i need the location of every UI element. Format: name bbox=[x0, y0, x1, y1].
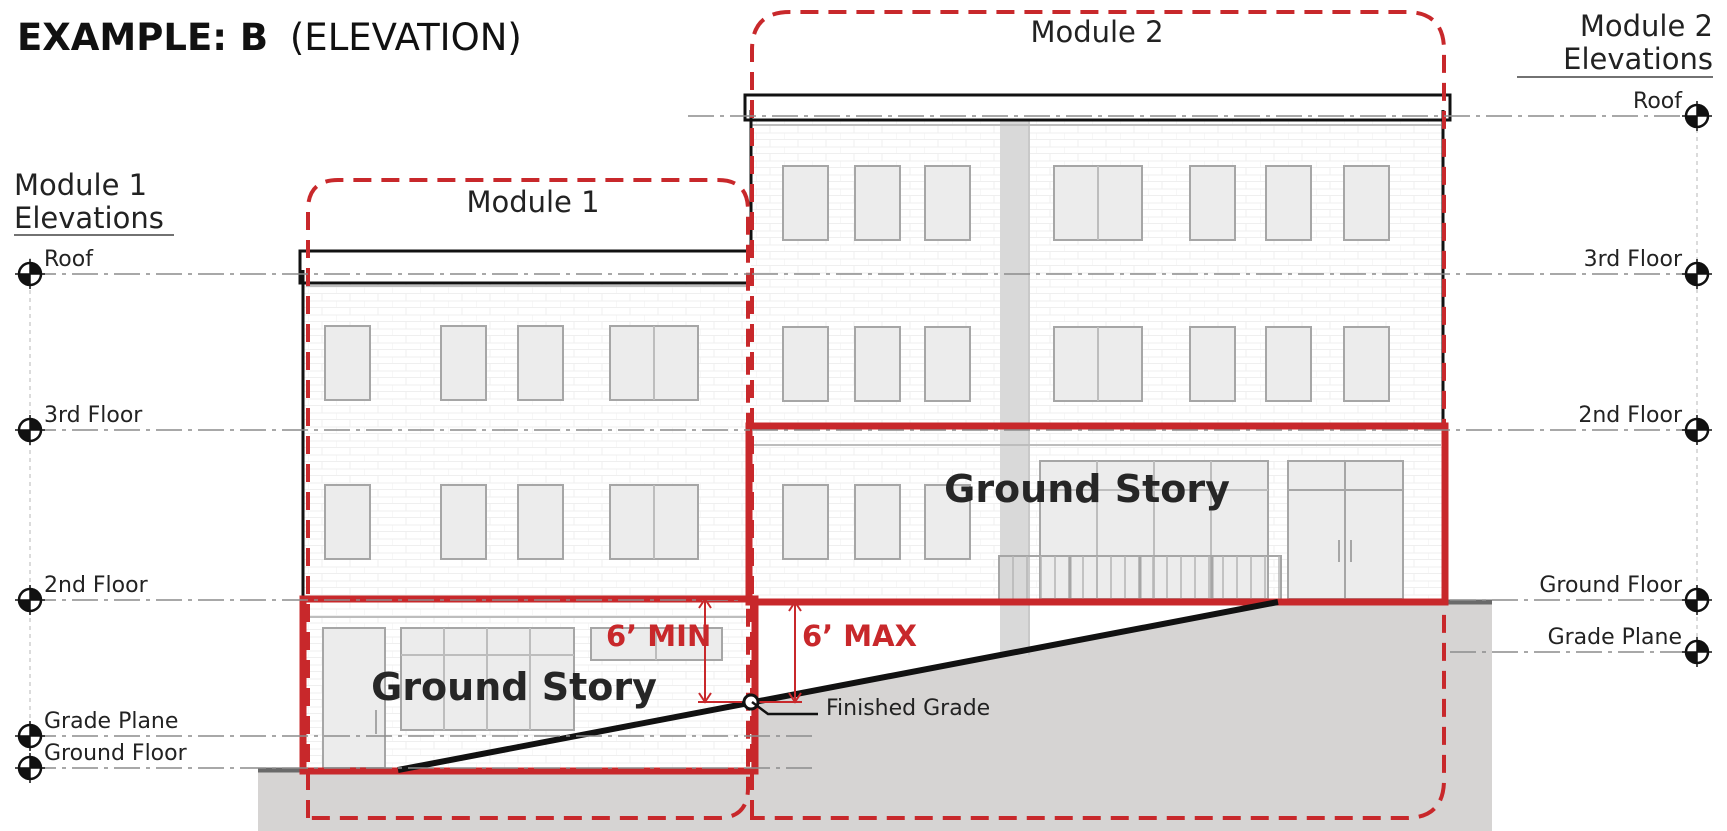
module-1-ground-story-box bbox=[299, 595, 759, 775]
module-2-ground-story-box bbox=[745, 422, 1449, 606]
right-legend-heading: Module 2 Elevations bbox=[1517, 9, 1713, 78]
module-2-windows bbox=[782, 165, 1390, 560]
window bbox=[1265, 326, 1312, 402]
window bbox=[854, 165, 901, 241]
finished-grade-label: Finished Grade bbox=[826, 696, 990, 721]
right-legend-heading-line2: Elevations bbox=[1563, 42, 1713, 76]
module-2-pilaster bbox=[1000, 100, 1028, 655]
module-2-storefront-mullions bbox=[1040, 461, 1268, 599]
window bbox=[924, 484, 971, 560]
module-1-storefront-door bbox=[322, 627, 386, 769]
module-1-storefront-window-mullions bbox=[401, 628, 574, 730]
elevation-level-lines bbox=[30, 115, 1697, 769]
left-level-label: Ground Floor bbox=[44, 741, 188, 766]
module-2-ground-story-label: Ground Story bbox=[944, 467, 1230, 511]
module-outlines bbox=[306, 10, 1446, 820]
level-marker-icon bbox=[1682, 259, 1712, 289]
dimension-max-line bbox=[758, 600, 802, 704]
window bbox=[854, 326, 901, 402]
window bbox=[1265, 165, 1312, 241]
title-bold: EXAMPLE: B bbox=[17, 16, 268, 59]
window bbox=[1343, 326, 1390, 402]
window bbox=[517, 325, 564, 401]
right-level-label: Grade Plane bbox=[1548, 625, 1682, 650]
module-2-label: Module 2 bbox=[1030, 15, 1163, 49]
window bbox=[1343, 165, 1390, 241]
finished-grade-line bbox=[397, 599, 1279, 773]
left-legend-heading-line1: Module 1 bbox=[14, 168, 147, 202]
module-1-parapet bbox=[298, 249, 756, 285]
right-level-label: 2nd Floor bbox=[1578, 403, 1683, 428]
window bbox=[782, 326, 829, 402]
window bbox=[782, 484, 829, 560]
window bbox=[517, 484, 564, 560]
left-level-label: 2nd Floor bbox=[44, 573, 149, 598]
finished-grade-point bbox=[742, 693, 760, 711]
dimension-min-line bbox=[698, 597, 742, 704]
title-paren: (ELEVATION) bbox=[290, 16, 522, 59]
railing-balusters bbox=[1012, 556, 1280, 600]
module-2-railing bbox=[998, 555, 1282, 601]
level-marker-icon bbox=[1682, 101, 1712, 131]
left-level-label: Grade Plane bbox=[44, 709, 178, 734]
window bbox=[782, 165, 829, 241]
level-marker-icon bbox=[1682, 585, 1712, 615]
window bbox=[924, 165, 971, 241]
module-1-windows bbox=[324, 325, 699, 560]
dimension-6ft-max: 6’ MAX bbox=[758, 600, 917, 704]
ground-story-boxes bbox=[299, 422, 1449, 775]
dimension-6ft-min: 6’ MIN bbox=[606, 597, 742, 704]
level-marker-icon bbox=[15, 259, 45, 289]
left-legend-heading-line2: Elevations bbox=[14, 201, 164, 235]
module-1-ground-story-label: Ground Story bbox=[371, 665, 657, 709]
module-1-outline bbox=[306, 178, 750, 820]
window bbox=[1189, 326, 1236, 402]
left-level-label: 3rd Floor bbox=[44, 403, 143, 428]
level-marker-icon bbox=[15, 721, 45, 751]
module-2-entry-door-detail bbox=[1288, 461, 1403, 599]
window bbox=[924, 326, 971, 402]
window bbox=[440, 325, 487, 401]
window bbox=[324, 484, 371, 560]
finished-grade-leader bbox=[751, 701, 818, 716]
module-1-building bbox=[298, 249, 756, 770]
level-marker-icon bbox=[15, 415, 45, 445]
module-2-building bbox=[743, 93, 1452, 655]
dimension-min-label: 6’ MIN bbox=[606, 619, 711, 653]
module-2-parapet bbox=[743, 93, 1452, 122]
level-marker-icon bbox=[15, 585, 45, 615]
right-level-label: Roof bbox=[1633, 89, 1683, 114]
window bbox=[324, 325, 371, 401]
module-2-outline bbox=[750, 10, 1446, 820]
window bbox=[854, 484, 901, 560]
right-level-label: 3rd Floor bbox=[1584, 247, 1683, 272]
page-title: EXAMPLE: B (ELEVATION) bbox=[17, 16, 522, 59]
left-level-label: Roof bbox=[44, 247, 94, 272]
window bbox=[1189, 165, 1236, 241]
module-2-pilaster-shadow bbox=[1028, 104, 1030, 655]
level-marker-icon bbox=[1682, 415, 1712, 445]
left-legend-heading: Module 1 Elevations bbox=[14, 168, 174, 236]
module-1-label: Module 1 bbox=[466, 185, 599, 219]
level-marker-icon bbox=[1682, 637, 1712, 667]
window bbox=[440, 484, 487, 560]
finished-grade-callout: Finished Grade bbox=[742, 693, 990, 721]
right-level-label: Ground Floor bbox=[1539, 573, 1683, 598]
level-marker-icon bbox=[15, 753, 45, 783]
right-legend-heading-line1: Module 2 bbox=[1580, 9, 1713, 43]
dimension-max-label: 6’ MAX bbox=[802, 619, 917, 653]
